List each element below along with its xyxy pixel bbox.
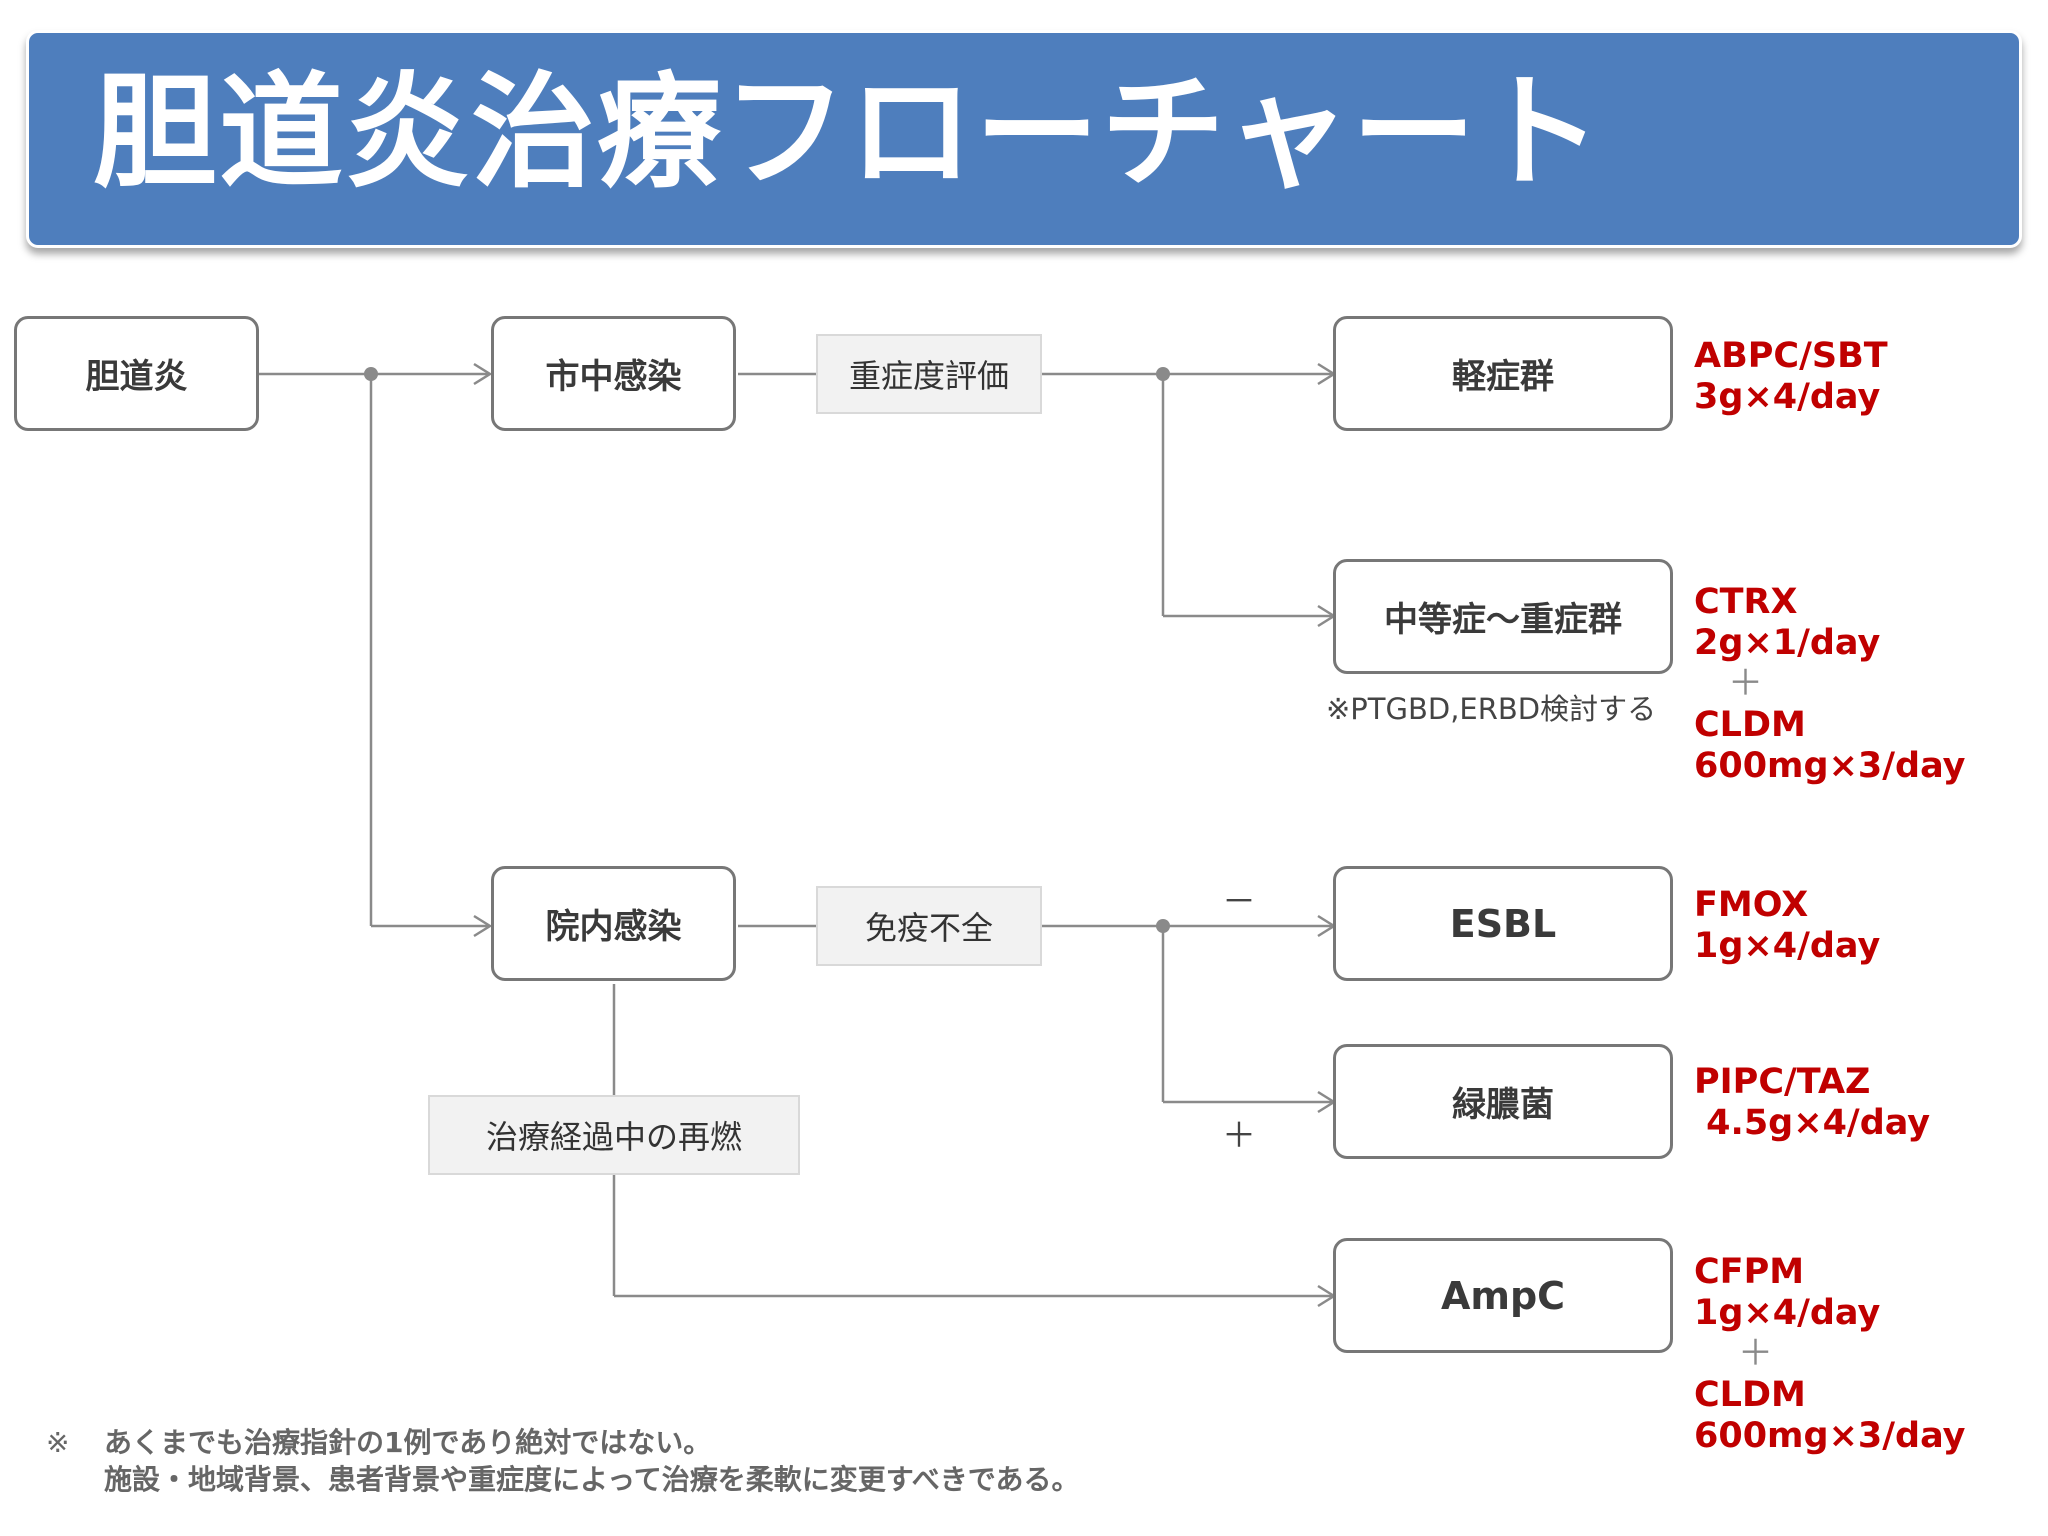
drug-dose: 1g×4/day	[1694, 926, 1881, 966]
node-ampc: AmpC	[1333, 1238, 1673, 1353]
ptgbd-note: ※PTGBD,ERBD検討する	[1326, 692, 1657, 726]
plus-sign: ＋	[1728, 664, 1764, 704]
minus-sign: －	[1222, 882, 1256, 922]
drug-dose: 1g×4/day	[1694, 1293, 1881, 1333]
arrowhead	[473, 362, 493, 386]
arrowhead	[473, 914, 493, 938]
junction-dot	[1156, 919, 1170, 933]
footnote-line-1: あくまでも治療指針の1例であり絶対ではない。	[104, 1426, 712, 1459]
node-esbl-label: ESBL	[1449, 901, 1557, 946]
node-cholangitis-label: 胆道炎	[85, 357, 188, 397]
node-hospital-infection: 院内感染	[491, 866, 736, 981]
page-title: 胆道炎治療フローチャート	[93, 61, 1604, 205]
drug-name: FMOX	[1694, 885, 1809, 925]
node-esbl: ESBL	[1333, 866, 1673, 981]
drug-mild: ABPC/SBT 3g×4/day	[1694, 336, 1888, 418]
drug-dose: 3g×4/day	[1694, 377, 1881, 417]
drug-moderate: CTRX 2g×1/day ＋ CLDM 600mg×3/day	[1694, 582, 1965, 787]
drug-name: CLDM	[1694, 1375, 1806, 1415]
node-mild-label: 軽症群	[1452, 357, 1554, 397]
footnote-line-2: 施設・地域背景、患者背景や重症度によって治療を柔軟に変更すべきである。	[104, 1463, 1080, 1496]
junction-dot	[1156, 367, 1170, 381]
drug-dose: 4.5g×4/day	[1694, 1103, 1931, 1143]
drug-name: ABPC/SBT	[1694, 336, 1888, 376]
severity-assessment-label: 重症度評価	[816, 334, 1042, 414]
drug-name: CLDM	[1694, 705, 1806, 745]
immunodeficiency-label: 免疫不全	[816, 886, 1042, 966]
footnote-mark: ※	[46, 1426, 70, 1459]
node-moderate-severe-label: 中等症〜重症群	[1384, 600, 1622, 640]
drug-dose: 2g×1/day	[1694, 623, 1881, 663]
node-pseudomonas-label: 緑膿菌	[1452, 1085, 1554, 1125]
footnote: ※ あくまでも治療指針の1例であり絶対ではない。 施設・地域背景、患者背景や重症度…	[46, 1424, 1080, 1498]
plus-sign: ＋	[1222, 1116, 1256, 1156]
drug-dose: 600mg×3/day	[1694, 746, 1966, 786]
drug-pseudomonas: PIPC/TAZ 4.5g×4/day	[1694, 1062, 1930, 1144]
severity-assessment-text: 重症度評価	[848, 357, 1009, 395]
immunodeficiency-text: 免疫不全	[864, 909, 993, 947]
plus-sign: ＋	[1738, 1334, 1774, 1374]
node-community-infection: 市中感染	[491, 316, 736, 431]
node-community-label: 市中感染	[545, 357, 682, 397]
drug-name: PIPC/TAZ	[1694, 1062, 1871, 1102]
node-ampc-label: AmpC	[1440, 1273, 1566, 1318]
drug-ampc: CFPM 1g×4/day ＋ CLDM 600mg×3/day	[1694, 1252, 1965, 1457]
node-moderate-severe: 中等症〜重症群	[1333, 559, 1673, 674]
relapse-text: 治療経過中の再燃	[485, 1118, 742, 1156]
node-mild: 軽症群	[1333, 316, 1673, 431]
title-banner: 胆道炎治療フローチャート	[26, 30, 2022, 248]
drug-esbl: FMOX 1g×4/day	[1694, 885, 1880, 967]
drug-name: CTRX	[1694, 582, 1798, 622]
drug-dose: 600mg×3/day	[1694, 1416, 1966, 1456]
node-hospital-label: 院内感染	[545, 907, 682, 947]
drug-name: CFPM	[1694, 1252, 1805, 1292]
node-pseudomonas: 緑膿菌	[1333, 1044, 1673, 1159]
node-cholangitis: 胆道炎	[14, 316, 259, 431]
relapse-label: 治療経過中の再燃	[428, 1095, 800, 1175]
junction-dot	[364, 367, 378, 381]
